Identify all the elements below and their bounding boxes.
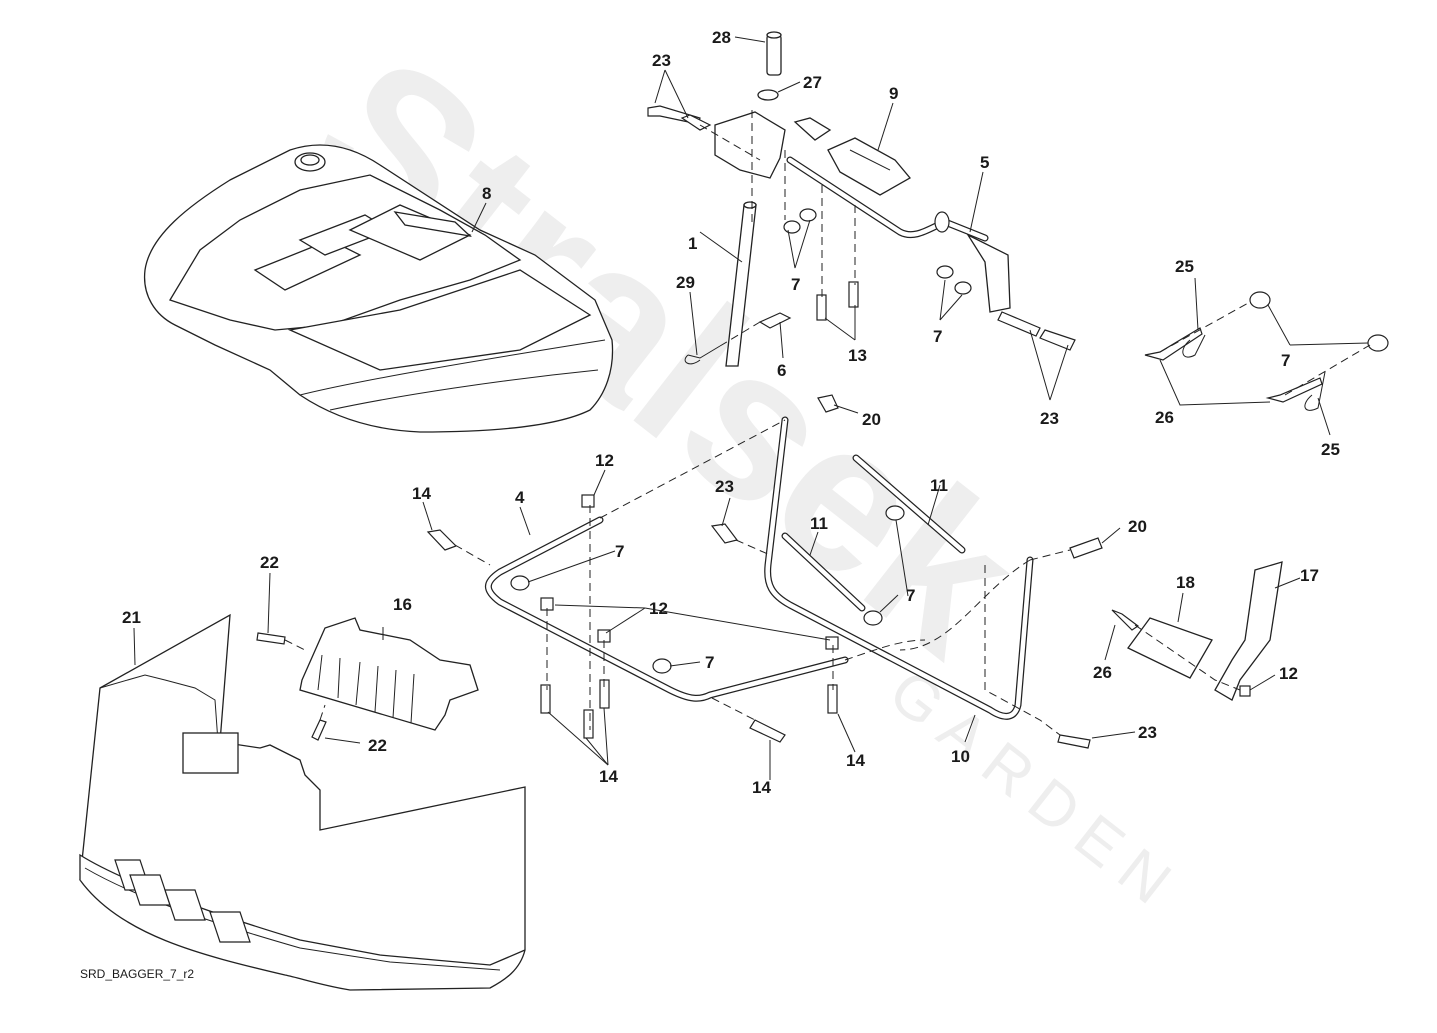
part-17-bracket — [1214, 561, 1283, 701]
callout-20: 20 — [1128, 517, 1147, 536]
callout-8: 8 — [482, 184, 491, 203]
part-28-spacer — [766, 31, 782, 76]
callout-16: 16 — [393, 595, 412, 614]
part-16-deflector — [299, 617, 479, 731]
callout-labels: 28 27 23 9 8 5 1 29 7 13 6 7 23 25 7 26 … — [122, 28, 1340, 797]
part-29-pin — [684, 345, 721, 365]
callout-14: 14 — [412, 484, 431, 503]
callout-7: 7 — [906, 586, 915, 605]
callout-29: 29 — [676, 273, 695, 292]
callout-10: 10 — [951, 747, 970, 766]
callout-26: 26 — [1093, 663, 1112, 682]
callout-20: 20 — [862, 410, 881, 429]
callout-22: 22 — [368, 736, 387, 755]
part-5-rod — [786, 156, 989, 242]
diagram-code: SRD_BAGGER_7_r2 — [80, 967, 194, 981]
callout-25: 25 — [1175, 257, 1194, 276]
hardware-spacers — [510, 208, 1251, 697]
callout-26: 26 — [1155, 408, 1174, 427]
callout-9: 9 — [889, 84, 898, 103]
callout-23: 23 — [652, 51, 671, 70]
callout-1: 1 — [688, 234, 697, 253]
part-18-plate — [1127, 617, 1213, 679]
callout-7: 7 — [615, 542, 624, 561]
callout-11: 11 — [930, 476, 948, 495]
part-7-spacers — [1249, 291, 1389, 352]
callout-11: 11 — [810, 514, 828, 533]
callout-22: 22 — [260, 553, 279, 572]
part-9-latch — [714, 111, 911, 196]
callout-13: 13 — [848, 346, 867, 365]
part-8-bag-cover — [143, 144, 614, 433]
callout-14: 14 — [599, 767, 618, 786]
part-27-washer — [757, 89, 779, 101]
part-5-bracket — [966, 233, 1011, 313]
callout-7: 7 — [933, 327, 942, 346]
callout-7: 7 — [705, 653, 714, 672]
part-4-frame — [484, 516, 849, 702]
callout-5: 5 — [980, 153, 989, 172]
callout-14: 14 — [846, 751, 865, 770]
part-11-struts — [781, 454, 966, 612]
callout-23: 23 — [1040, 409, 1059, 428]
callout-25: 25 — [1321, 440, 1340, 459]
part-26-bolts — [1144, 327, 1323, 403]
callout-23: 23 — [1138, 723, 1157, 742]
callout-23: 23 — [715, 477, 734, 496]
callout-4: 4 — [515, 488, 525, 507]
leader-lines — [133, 36, 1369, 780]
callout-12: 12 — [649, 599, 668, 618]
part-10-frame — [764, 416, 1034, 720]
callout-21: 21 — [122, 608, 141, 627]
hardware-bolts — [256, 105, 1140, 749]
callout-12: 12 — [1279, 664, 1298, 683]
callout-12: 12 — [595, 451, 614, 470]
assembly-lines — [284, 110, 1241, 736]
callout-28: 28 — [712, 28, 731, 47]
part-25-clips — [1182, 334, 1326, 411]
callout-7: 7 — [1281, 351, 1290, 370]
callout-14: 14 — [752, 778, 771, 797]
callout-7: 7 — [791, 275, 800, 294]
part-21-bag-body — [79, 613, 526, 991]
callout-17: 17 — [1300, 566, 1319, 585]
part-13-bolts — [816, 281, 859, 321]
part-6-bolt — [758, 312, 792, 329]
callout-18: 18 — [1176, 573, 1195, 592]
watermark-sub: GARDEN — [876, 657, 1194, 926]
callout-6: 6 — [777, 361, 786, 380]
callout-27: 27 — [803, 73, 822, 92]
